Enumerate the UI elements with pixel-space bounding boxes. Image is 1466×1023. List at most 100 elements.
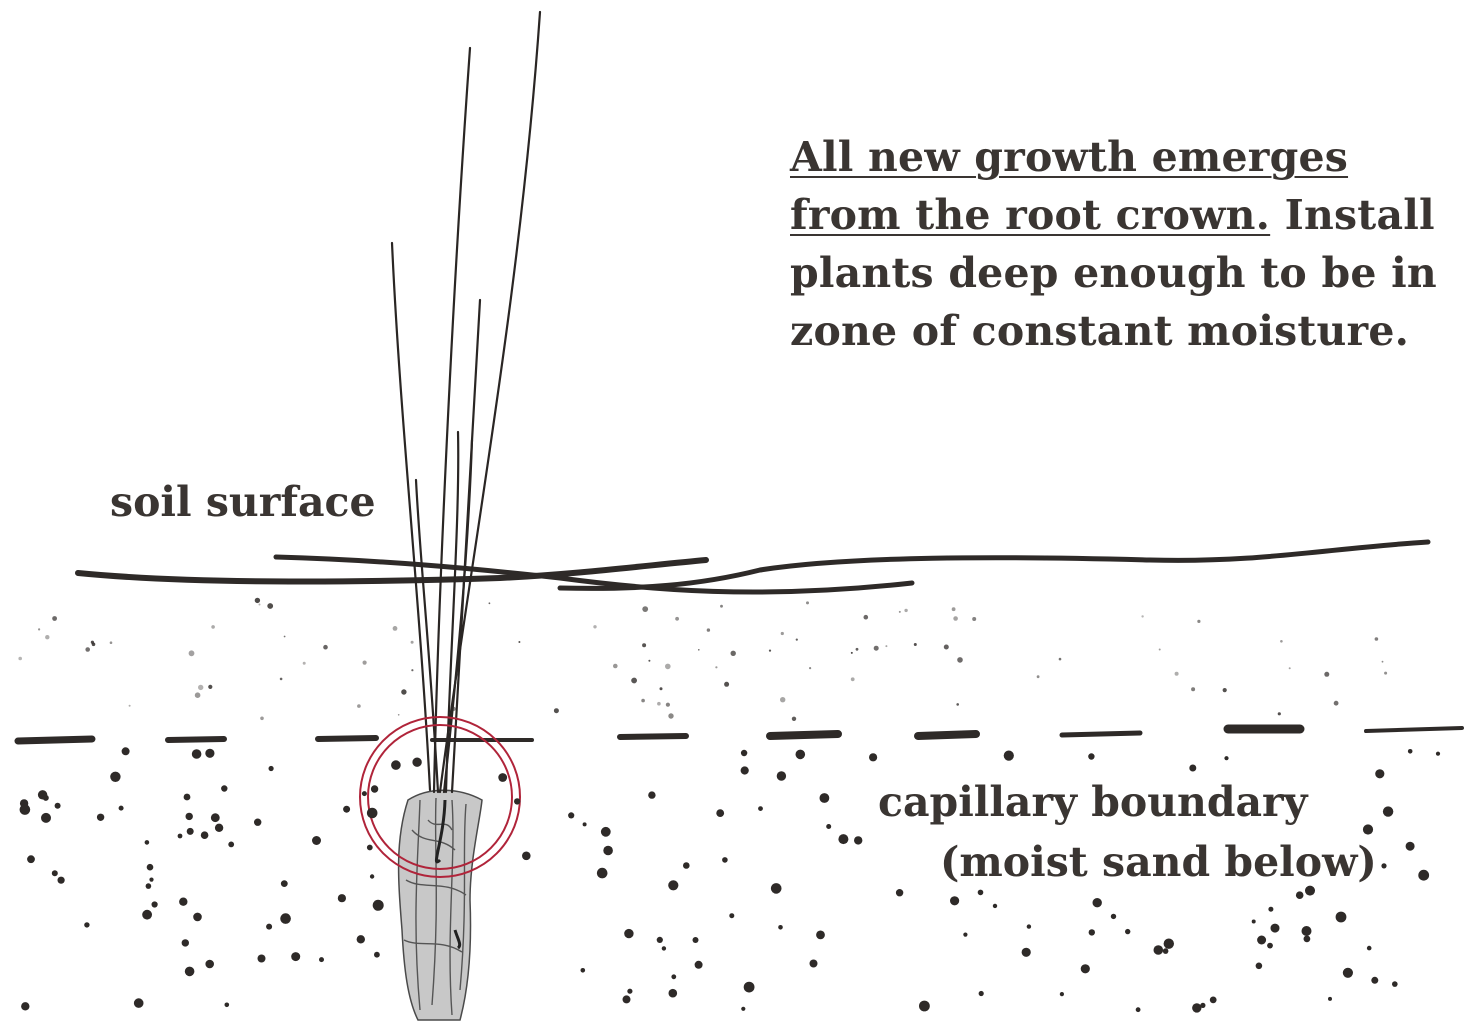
- moist-sand-dot: [184, 794, 191, 801]
- moist-sand-dot: [810, 960, 818, 968]
- moist-sand-dot: [373, 900, 384, 911]
- moist-sand-dot: [185, 967, 195, 977]
- sand-speck: [280, 678, 283, 681]
- sand-speck: [195, 692, 201, 698]
- sand-speck: [411, 669, 413, 671]
- moist-sand-dot: [657, 937, 663, 943]
- moist-sand-dot: [741, 1007, 745, 1011]
- moist-sand-dot: [1406, 842, 1415, 851]
- sand-speck: [944, 645, 949, 650]
- moist-sand-dot: [201, 831, 209, 839]
- moist-sand-dot: [1367, 946, 1372, 951]
- moist-sand-dot: [1022, 948, 1031, 957]
- moist-sand-label: (moist sand below): [940, 838, 1377, 886]
- sand-speck: [1278, 712, 1281, 715]
- moist-sand-dot: [695, 961, 703, 969]
- moist-sand-dot: [963, 933, 967, 937]
- sand-speck: [452, 707, 456, 711]
- moist-sand-dot: [662, 946, 666, 950]
- moist-sand-dot: [21, 1002, 29, 1010]
- moist-sand-dot: [193, 913, 202, 922]
- moist-sand-dot: [741, 750, 747, 756]
- sand-speck: [720, 605, 723, 608]
- moist-sand-dot: [993, 904, 997, 908]
- moist-sand-dot: [1088, 753, 1094, 759]
- moist-sand-dot: [1004, 751, 1014, 761]
- sand-speck: [792, 717, 796, 721]
- sand-speck: [259, 604, 261, 606]
- sand-speck: [45, 635, 49, 639]
- sand-speck: [1223, 688, 1227, 692]
- moist-sand-dot: [648, 791, 655, 798]
- moist-sand-dot: [110, 772, 120, 782]
- sand-speck: [668, 713, 673, 718]
- moist-sand-dot: [228, 842, 234, 848]
- moist-sand-dot: [338, 894, 346, 902]
- sand-speck: [363, 661, 367, 665]
- sand-speck: [1280, 640, 1283, 643]
- sand-speck: [401, 689, 406, 694]
- moist-sand-dot: [950, 896, 959, 905]
- grass-blades: [392, 12, 540, 792]
- sand-speck: [641, 699, 645, 703]
- moist-sand-dot: [1305, 886, 1315, 896]
- sand-speck: [398, 714, 400, 716]
- sand-speck: [1197, 620, 1200, 623]
- sand-speck: [1059, 658, 1062, 661]
- sand-speck: [284, 636, 286, 638]
- sand-speck: [393, 626, 398, 631]
- sand-speck: [781, 632, 784, 635]
- moist-sand-dot: [820, 793, 830, 803]
- sand-speck: [303, 662, 306, 665]
- moist-sand-dot: [1136, 1007, 1141, 1012]
- moist-sand-dot: [215, 824, 223, 832]
- moist-sand-dot: [722, 857, 728, 863]
- moist-sand-dot: [1268, 907, 1273, 912]
- moist-sand-dot: [741, 766, 749, 774]
- sand-speck: [613, 664, 618, 669]
- sand-speck: [642, 643, 646, 647]
- moist-sand-dot: [149, 878, 153, 882]
- moist-sand-dot: [581, 968, 586, 973]
- moist-sand-dot: [1383, 806, 1393, 816]
- moist-sand-dot: [796, 750, 806, 760]
- moist-sand-dot: [669, 989, 678, 998]
- sand-speck: [642, 606, 648, 612]
- moist-sand-dot: [778, 925, 783, 930]
- moist-sand-dot: [1192, 1003, 1201, 1012]
- moist-sand-dot: [319, 957, 324, 962]
- moist-sand-dot: [291, 952, 300, 961]
- moist-sand-dot: [1224, 756, 1228, 760]
- sand-speck: [904, 609, 907, 612]
- moist-sand-dot: [979, 991, 984, 996]
- sand-speck: [809, 667, 811, 669]
- moist-sand-dot: [1125, 929, 1130, 934]
- moist-sand-dot: [412, 758, 421, 767]
- sand-speck: [851, 677, 855, 681]
- sand-speck: [874, 646, 879, 651]
- moist-sand-dot: [716, 809, 724, 817]
- capillary-boundary-line: [18, 728, 1462, 741]
- sand-speck: [899, 611, 901, 613]
- moist-sand-dot: [367, 808, 378, 819]
- sand-speck: [660, 687, 663, 690]
- capillary-boundary-label: capillary boundary: [878, 778, 1307, 826]
- moist-sand-dot: [211, 813, 220, 822]
- sand-speck: [1375, 637, 1379, 641]
- moist-sand-dot: [266, 924, 272, 930]
- moist-sand-dot: [514, 798, 520, 804]
- moist-sand-dot: [838, 834, 848, 844]
- moist-sand-dot: [178, 834, 183, 839]
- sand-speck: [864, 615, 869, 620]
- sand-speck: [707, 628, 710, 631]
- moist-sand-dot: [280, 913, 291, 924]
- moist-sand-dot: [1302, 926, 1312, 936]
- moist-sand-dot: [1081, 964, 1090, 973]
- sand-speck: [657, 702, 661, 706]
- moist-sand-dot: [1164, 939, 1174, 949]
- sand-speck: [593, 625, 596, 628]
- moist-sand-dot: [744, 982, 755, 993]
- moist-sand-dot: [97, 814, 104, 821]
- sand-speck: [972, 617, 976, 621]
- moist-sand-dot: [145, 840, 150, 845]
